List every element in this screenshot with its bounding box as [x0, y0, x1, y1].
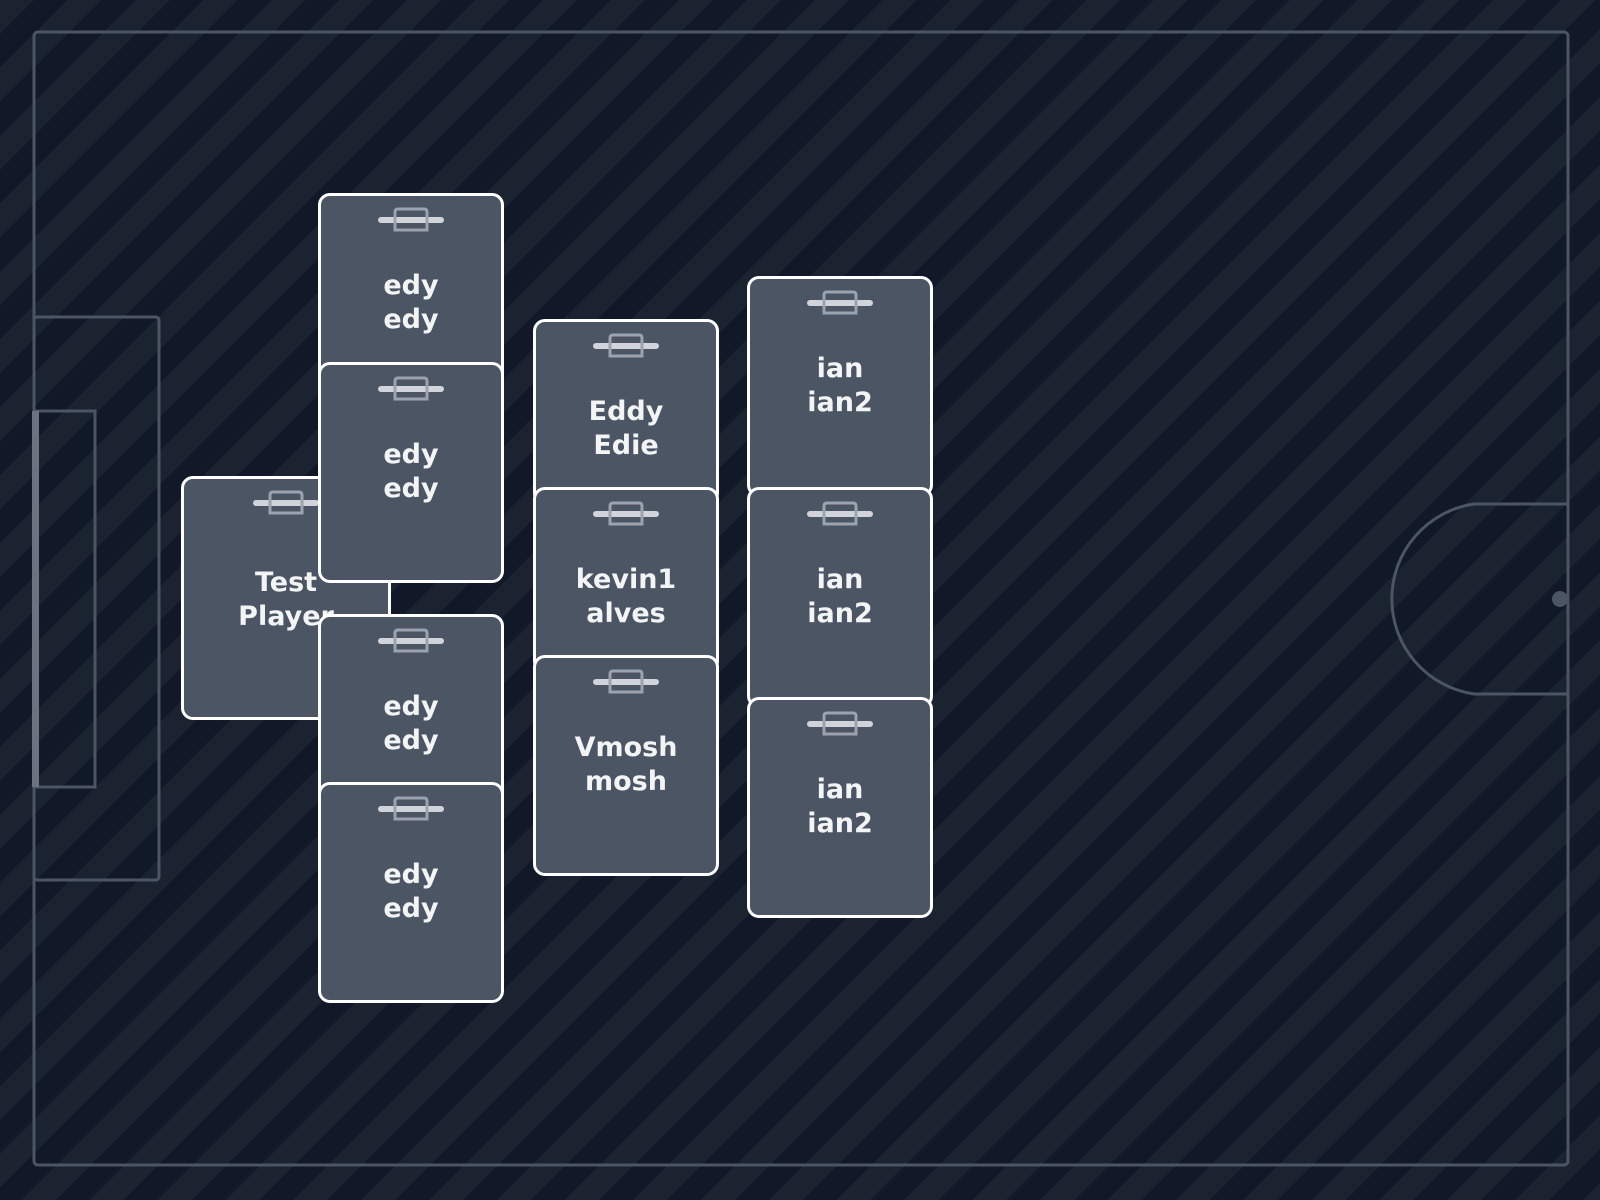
player-card[interactable]: edy edy	[318, 362, 504, 583]
player-first-name: kevin1	[575, 564, 677, 595]
player-last-name: ian2	[807, 598, 873, 629]
clipboard-clip-icon	[378, 376, 444, 401]
center-circle-half	[1390, 502, 1568, 696]
player-last-name: Edie	[593, 430, 659, 461]
player-last-name: edy	[383, 893, 439, 924]
player-last-name: Player	[238, 601, 334, 632]
player-name: ian ian2	[750, 563, 930, 631]
player-name: Vmosh mosh	[536, 731, 716, 799]
goal-area	[32, 409, 97, 789]
player-first-name: Test	[254, 567, 318, 598]
player-name: Eddy Edie	[536, 395, 716, 463]
player-card[interactable]: kevin1 alves	[533, 487, 719, 673]
clipboard-clip-icon	[378, 628, 444, 653]
player-last-name: mosh	[585, 766, 667, 797]
center-spot	[1552, 591, 1568, 607]
clipboard-clip-icon	[807, 290, 873, 315]
player-first-name: edy	[383, 859, 439, 890]
player-last-name: alves	[586, 598, 666, 629]
player-first-name: Eddy	[588, 396, 664, 427]
player-name: Test Player	[184, 566, 388, 634]
player-card[interactable]: Eddy Edie	[533, 319, 719, 505]
player-card[interactable]: ian ian2	[747, 697, 933, 918]
player-card[interactable]: Vmosh mosh	[533, 655, 719, 876]
player-card[interactable]: ian ian2	[747, 276, 933, 497]
player-first-name: ian	[816, 353, 864, 384]
clipboard-clip-icon	[378, 207, 444, 232]
player-first-name: edy	[383, 691, 439, 722]
player-last-name: ian2	[807, 387, 873, 418]
clipboard-clip-icon	[807, 501, 873, 526]
player-name: edy edy	[321, 438, 501, 506]
player-card[interactable]: ian ian2	[747, 487, 933, 708]
clipboard-clip-icon	[253, 490, 319, 515]
player-name: edy edy	[321, 858, 501, 926]
clipboard-clip-icon	[593, 333, 659, 358]
player-card[interactable]: edy edy	[318, 782, 504, 1003]
clipboard-clip-icon	[807, 711, 873, 736]
player-first-name: edy	[383, 439, 439, 470]
player-first-name: ian	[816, 774, 864, 805]
player-first-name: ian	[816, 564, 864, 595]
player-last-name: edy	[383, 304, 439, 335]
player-last-name: edy	[383, 473, 439, 504]
goal-line	[32, 411, 39, 787]
clipboard-clip-icon	[593, 501, 659, 526]
player-name: ian ian2	[750, 773, 930, 841]
player-name: ian ian2	[750, 352, 930, 420]
player-last-name: edy	[383, 725, 439, 756]
player-first-name: edy	[383, 270, 439, 301]
player-last-name: ian2	[807, 808, 873, 839]
player-name: edy edy	[321, 269, 501, 337]
player-name: kevin1 alves	[536, 563, 716, 631]
clipboard-clip-icon	[593, 669, 659, 694]
player-first-name: Vmosh	[574, 732, 678, 763]
clipboard-clip-icon	[378, 796, 444, 821]
player-name: edy edy	[321, 690, 501, 758]
